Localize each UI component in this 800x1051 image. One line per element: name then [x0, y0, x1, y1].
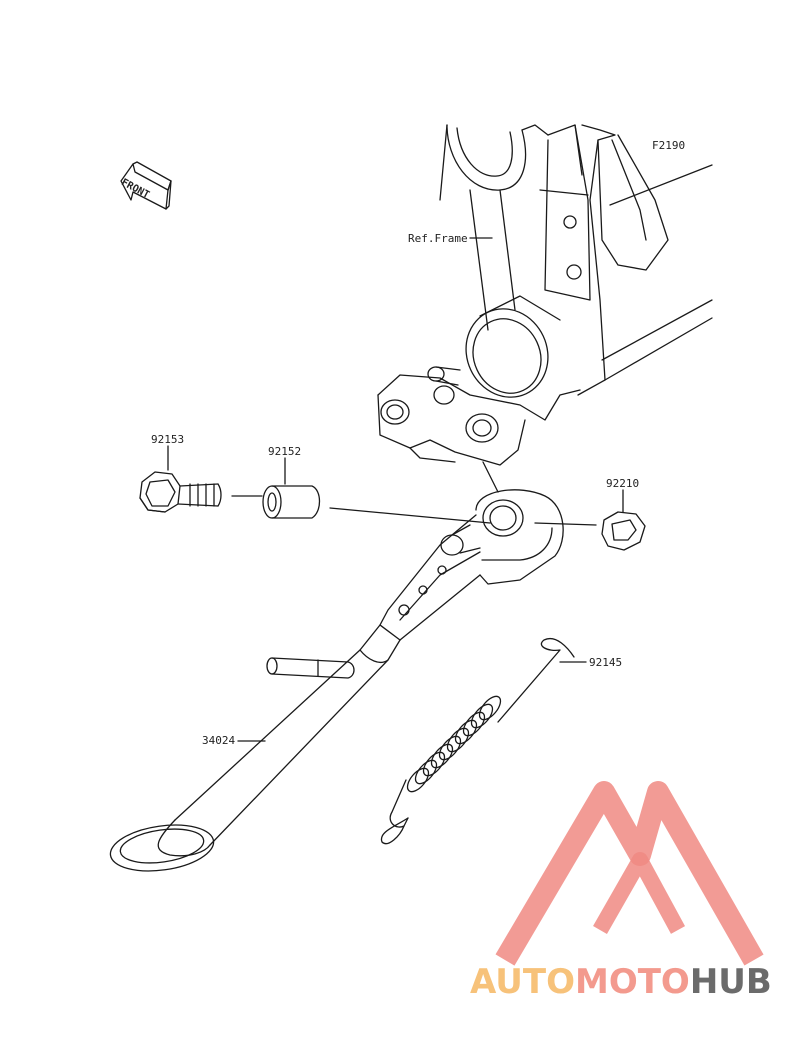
- spring-92145: [380, 637, 575, 845]
- watermark-logo-icon: [495, 781, 764, 966]
- part-number-92145: 92145: [589, 656, 623, 669]
- ref-frame-label: Ref.Frame: [408, 232, 468, 245]
- align-line: [482, 461, 499, 493]
- align-line: [534, 522, 597, 526]
- figure-code: F2190: [652, 139, 686, 152]
- side-stand-34024: [109, 489, 564, 872]
- collar-92152: [262, 485, 321, 519]
- part-number-92152: 92152: [268, 445, 302, 458]
- part-number-34024: 34024: [202, 734, 236, 747]
- part-number-92153: 92153: [151, 433, 185, 446]
- watermark-word-hub: HUB: [689, 962, 772, 1002]
- part-number-92210: 92210: [606, 477, 640, 490]
- watermark-word-auto: AUTO: [470, 962, 575, 1002]
- watermark-text: AUTOMOTOHUB: [470, 962, 772, 1002]
- frame-assembly: [377, 124, 713, 466]
- nut-92210: [601, 511, 646, 551]
- align-line: [329, 507, 491, 524]
- front-arrow-icon: [120, 161, 172, 210]
- watermark-word-moto: MOTO: [574, 962, 690, 1002]
- bolt-92153: [139, 471, 222, 513]
